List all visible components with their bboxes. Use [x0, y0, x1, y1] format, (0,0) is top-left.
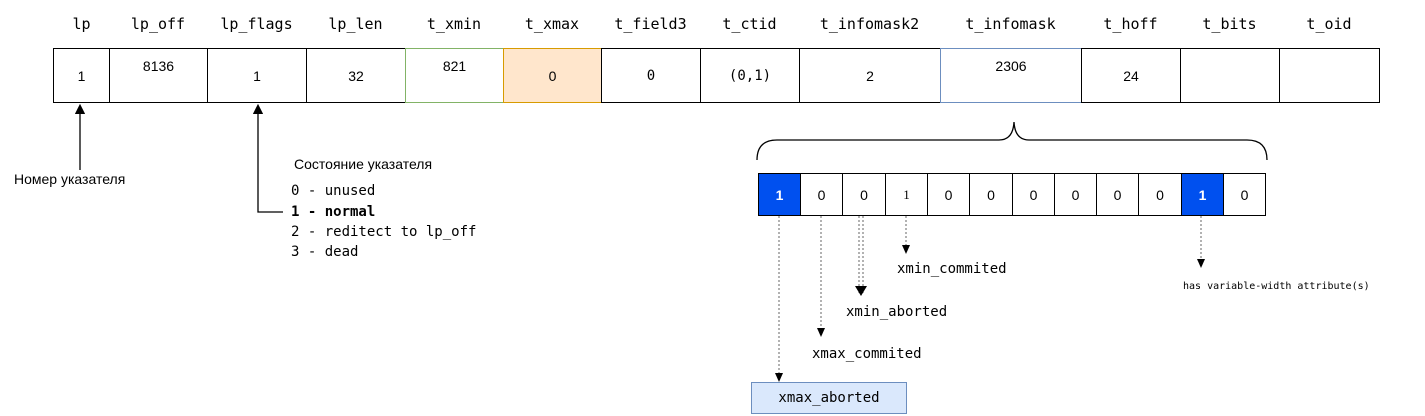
header-t-infomask: t_infomask: [965, 15, 1056, 33]
cell-lp-len: 32: [306, 48, 405, 103]
bit: 0: [1223, 173, 1266, 216]
infomask-brace: [756, 121, 1268, 161]
bit-xmin-commited: 1: [885, 173, 927, 216]
cell-lp-flags: 1: [207, 48, 306, 103]
header-lp: lp: [72, 15, 91, 33]
cell-t-hoff: 24: [1081, 48, 1180, 103]
cell-t-oid: [1279, 48, 1380, 103]
pointer-state-item: 3 - dead: [291, 244, 359, 260]
header-t-bits: t_bits: [1202, 15, 1257, 33]
bit: 0: [1054, 173, 1096, 216]
header-lp-len: lp_len: [328, 15, 383, 33]
header-lp-off: lp_off: [130, 15, 186, 33]
pointer-state-item: 0 - unused: [291, 183, 376, 199]
header-t-xmax: t_xmax: [524, 15, 580, 33]
bit: 0: [927, 173, 969, 216]
cell-t-infomask: 2306: [940, 48, 1081, 103]
bit: 0: [1138, 173, 1181, 216]
bit: 0: [1096, 173, 1138, 216]
cell-lp-off: 8136: [109, 48, 207, 103]
bit: 0: [969, 173, 1012, 216]
bit-xmax-aborted: 1: [758, 173, 800, 216]
cell-t-ctid: (0,1): [700, 48, 799, 103]
cell-t-xmax: 0: [503, 48, 601, 103]
pointer-state-item-selected: 1 - normal: [291, 204, 376, 220]
bit-xmax-commited: 0: [800, 173, 842, 216]
bit-has-varwidth: 1: [1181, 173, 1223, 216]
header-lp-flags: lp_flags: [220, 15, 293, 33]
header-t-infomask2: t_infomask2: [819, 15, 920, 33]
cell-lp: 1: [53, 48, 109, 103]
header-t-field3: t_field3: [614, 15, 687, 33]
header-t-ctid: t_ctid: [722, 15, 777, 33]
cell-t-infomask2: 2: [799, 48, 940, 103]
arrow-pointer-state: [252, 103, 283, 213]
cell-t-bits: [1180, 48, 1279, 103]
header-t-hoff: t_hoff: [1103, 15, 1158, 33]
bit-xmin-aborted: 0: [842, 173, 885, 216]
bit: 0: [1012, 173, 1054, 216]
label-xmax-commited: xmax_commited: [812, 346, 922, 362]
pointer-number-label: Номер указателя: [14, 171, 126, 187]
cell-t-field3: 0: [601, 48, 700, 103]
label-has-varwidth: has variable-width attribute(s): [1183, 281, 1370, 292]
pointer-state-item: 2 - reditect to lp_off: [291, 224, 477, 240]
label-xmax-aborted: xmax_aborted: [751, 382, 907, 414]
cell-t-xmin: 821: [405, 48, 503, 103]
header-t-oid: t_oid: [1306, 15, 1352, 33]
header-t-xmin: t_xmin: [426, 15, 482, 33]
label-xmin-aborted: xmin_aborted: [846, 304, 948, 320]
pointer-state-title: Состояние указателя: [294, 156, 433, 172]
label-xmin-commited: xmin_commited: [897, 261, 1007, 277]
